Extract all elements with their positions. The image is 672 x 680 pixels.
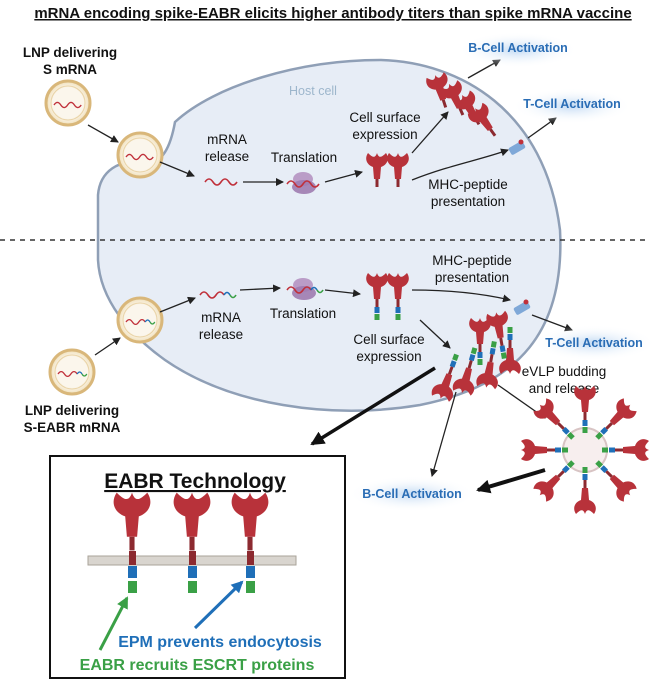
- eabr-caption: EABR recruits ESCRT proteins: [80, 657, 315, 674]
- lnp-endosome-top: [116, 131, 164, 179]
- svg-text:mRNA: mRNA: [207, 132, 247, 147]
- mrna-release-label-top: mRNA release: [205, 132, 249, 164]
- bcell-activation-top: B-Cell Activation: [468, 41, 568, 55]
- eabr-spikes: [113, 492, 269, 593]
- translation-label-bottom: Translation: [270, 306, 336, 321]
- arrow-to-translation-bottom: [239, 284, 281, 293]
- arrow-lnp-to-cell-bottom: [94, 337, 121, 356]
- svg-text:Cell surface: Cell surface: [353, 332, 424, 347]
- svg-text:eVLP budding: eVLP budding: [522, 364, 607, 379]
- host-cell: [96, 58, 562, 412]
- cell-surface-label-bottom: Cell surface expression: [353, 332, 424, 364]
- cell-surface-label-top: Cell surface expression: [349, 110, 420, 142]
- arrow-to-surface-top: [411, 111, 449, 154]
- svg-text:S-EABR mRNA: S-EABR mRNA: [24, 420, 121, 435]
- arrow-to-spikes-bottom: [324, 289, 361, 298]
- svg-text:presentation: presentation: [431, 194, 505, 209]
- svg-text:release: release: [205, 149, 249, 164]
- arrow-surface-to-bcell: [430, 391, 457, 477]
- svg-text:expression: expression: [352, 127, 417, 142]
- bcell-activation-bottom: B-Cell Activation: [362, 487, 462, 501]
- arrow-lnp-to-cell-top: [87, 124, 119, 143]
- svg-text:presentation: presentation: [435, 270, 509, 285]
- lnp-label-bottom: LNP delivering S-EABR mRNA: [24, 403, 121, 435]
- svg-text:LNP delivering: LNP delivering: [23, 45, 117, 60]
- eabr-box-title: EABR Technology: [104, 470, 286, 493]
- host-cell-label: Host cell: [289, 84, 337, 98]
- mrna-release-label-bottom: mRNA release: [199, 310, 243, 342]
- arrow-to-surface-bottom: [419, 319, 451, 349]
- arrow-epm-blue: [193, 580, 244, 630]
- lnp-particle-bottom: [48, 348, 96, 396]
- arrow-to-spikes-top: [324, 169, 363, 183]
- evlp-particle: [521, 386, 649, 514]
- tcell-activation-bottom: T-Cell Activation: [545, 336, 642, 350]
- bcell-glow-bottom: [348, 476, 476, 512]
- tcell-activation-top: T-Cell Activation: [523, 97, 620, 111]
- figure-title: mRNA encoding spike-EABR elicits higher …: [34, 5, 631, 22]
- lnp-label-top: LNP delivering S mRNA: [23, 45, 117, 77]
- svg-text:MHC-peptide: MHC-peptide: [432, 253, 512, 268]
- svg-text:expression: expression: [356, 349, 421, 364]
- svg-text:release: release: [199, 327, 243, 342]
- svg-text:Cell surface: Cell surface: [349, 110, 420, 125]
- svg-text:S mRNA: S mRNA: [43, 62, 97, 77]
- svg-text:mRNA: mRNA: [201, 310, 241, 325]
- lnp-particle-top: [44, 79, 92, 127]
- epm-caption: EPM prevents endocytosis: [118, 634, 322, 651]
- arrow-to-release-bottom: [159, 296, 196, 313]
- arrow-to-mhc-bottom: [411, 289, 511, 303]
- tcell-glow-bottom: [532, 325, 656, 361]
- svg-text:MHC-peptide: MHC-peptide: [428, 177, 508, 192]
- eabr-technology-box: [49, 455, 346, 679]
- mhc-label-bottom: MHC-peptide presentation: [432, 253, 512, 285]
- arrow-to-eabr-box: [310, 366, 436, 446]
- arrow-to-mhc-top: [411, 148, 509, 181]
- arrow-eabr-green: [98, 596, 129, 651]
- lnp-endosome-bottom: [116, 296, 164, 344]
- bcell-glow-top: [458, 32, 578, 68]
- svg-text:LNP delivering: LNP delivering: [25, 403, 119, 418]
- arrow-to-release-top: [159, 161, 195, 178]
- tcell-glow-top: [512, 88, 632, 124]
- translation-label-top: Translation: [271, 150, 337, 165]
- mhc-label-top: MHC-peptide presentation: [428, 177, 508, 209]
- arrow-evlp-to-bcell: [476, 468, 546, 494]
